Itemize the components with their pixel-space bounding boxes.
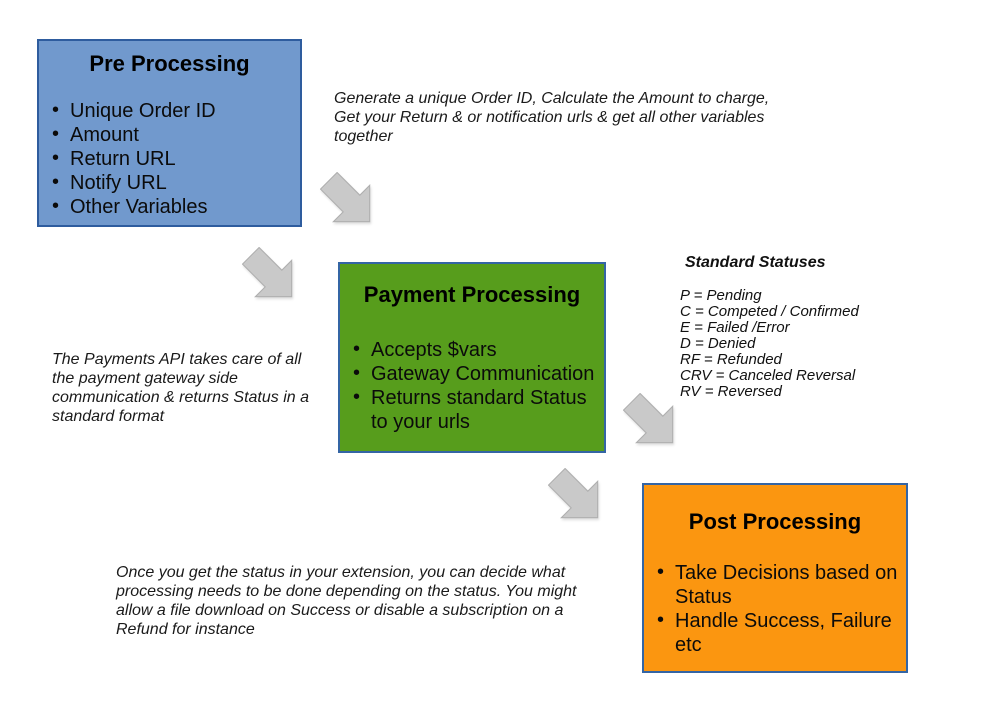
post-processing-list: Take Decisions based on Status Handle Su…: [644, 560, 906, 657]
status-legend: Standard Statuses P = Pending C = Compet…: [680, 254, 859, 400]
list-item: Other Variables: [50, 194, 292, 219]
status-item: RF = Refunded: [680, 351, 782, 368]
list-item: Returns standard Status to your urls: [351, 385, 596, 434]
list-item: Return URL: [50, 146, 292, 171]
list-item: Gateway Communication: [351, 361, 596, 386]
list-item: Take Decisions based on Status: [655, 560, 898, 609]
post-processing-title: Post Processing: [688, 509, 862, 534]
pre-processing-note: Generate a unique Order ID, Calculate th…: [334, 90, 770, 145]
payment-processing-title: Payment Processing: [363, 282, 581, 307]
list-item: Unique Order ID: [50, 98, 292, 123]
list-item: Handle Success, Failure etc: [655, 608, 898, 657]
status-item: C = Competed / Confirmed: [680, 303, 859, 320]
status-item: CRV = Canceled Reversal: [680, 367, 856, 384]
arrow-payment-to-post-upper-icon: [623, 393, 674, 444]
post-processing-note: Once you get the status in your extensio…: [116, 564, 577, 638]
arrow-pre-to-payment-upper-icon: [320, 172, 371, 223]
status-item: RV = Reversed: [680, 383, 782, 400]
arrow-payment-to-post-lower-icon: [548, 468, 599, 519]
status-legend-title: Standard Statuses: [685, 254, 826, 271]
payment-processing-note: The Payments API takes care of all the p…: [52, 351, 310, 425]
payment-processing-box: Payment Processing Accepts $vars Gateway…: [338, 262, 606, 453]
pre-processing-list: Unique Order ID Amount Return URL Notify…: [39, 98, 300, 219]
status-item: D = Denied: [680, 335, 756, 352]
status-item: P = Pending: [680, 287, 762, 304]
payment-processing-list: Accepts $vars Gateway Communication Retu…: [340, 337, 604, 434]
list-item: Notify URL: [50, 170, 292, 195]
arrow-pre-to-payment-lower-icon: [242, 247, 293, 298]
pre-processing-title: Pre Processing: [89, 51, 250, 76]
status-item: E = Failed /Error: [680, 319, 790, 336]
post-processing-box: Post Processing Take Decisions based on …: [642, 483, 908, 673]
pre-processing-box: Pre Processing Unique Order ID Amount Re…: [37, 39, 302, 227]
list-item: Amount: [50, 122, 292, 147]
list-item: Accepts $vars: [351, 337, 596, 362]
